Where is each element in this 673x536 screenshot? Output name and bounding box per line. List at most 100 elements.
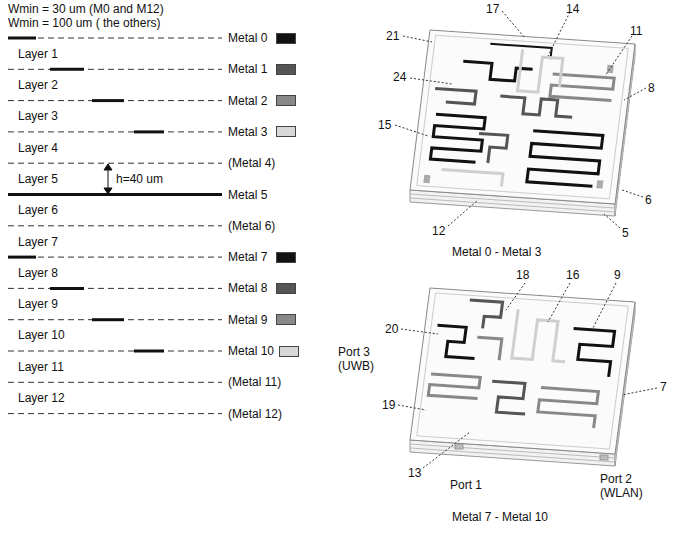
callout-leaders xyxy=(395,125,428,136)
board-bottom-traces xyxy=(536,388,598,428)
board-top-traces xyxy=(527,131,603,187)
port-name: Port 3 xyxy=(338,345,370,359)
layer-line xyxy=(8,257,222,258)
callout-number: 7 xyxy=(660,380,667,394)
board-bottom-sides xyxy=(600,455,608,460)
callout-number: 12 xyxy=(432,224,445,238)
board-bottom-traces xyxy=(512,309,572,361)
port-name: (WLAN) xyxy=(600,486,643,500)
board-bottom-traces xyxy=(417,293,629,449)
layer-name: Layer 4 xyxy=(18,141,58,155)
board-top-traces xyxy=(607,65,614,73)
metal-segment xyxy=(8,256,36,259)
callout-leaders xyxy=(398,405,426,410)
callout-number: 24 xyxy=(393,70,406,84)
board-top-face xyxy=(410,30,635,204)
board-top-traces xyxy=(417,35,629,199)
dimension: h=40 um xyxy=(116,172,163,186)
legend-text: Metal 10 xyxy=(228,344,274,358)
board-bottom-traces xyxy=(466,300,502,330)
callout-number: 15 xyxy=(378,118,391,132)
callout-number: 20 xyxy=(385,322,398,336)
layer-line xyxy=(8,382,222,383)
legend-swatch xyxy=(279,346,299,357)
callout-number: 8 xyxy=(648,81,655,95)
metal-name: (Metal 4) xyxy=(228,156,275,170)
callout-leaders xyxy=(506,283,525,310)
metal-segment xyxy=(92,99,124,102)
callout-number: 16 xyxy=(566,268,579,282)
layer-line xyxy=(8,163,222,164)
callout-leaders xyxy=(403,36,432,42)
metal-segment xyxy=(50,287,84,290)
callout-leaders xyxy=(624,88,646,100)
port-name: (UWB) xyxy=(338,359,374,373)
layer-line xyxy=(8,69,222,70)
callout-leaders xyxy=(592,283,616,330)
layer-line xyxy=(8,100,222,101)
metal-segment xyxy=(92,318,124,321)
caption: Metal 0 - Metal 3 xyxy=(452,245,541,259)
callout-leaders xyxy=(502,11,525,38)
note: Wmin = 30 um (M0 and M12) xyxy=(8,2,164,16)
callout-number: 13 xyxy=(408,466,421,480)
layer-name: Layer 11 xyxy=(18,360,64,374)
callout-number: 6 xyxy=(645,193,652,207)
layer-line xyxy=(8,225,222,226)
board-top-traces xyxy=(476,133,508,164)
height-arrow xyxy=(104,188,112,194)
metal-segment xyxy=(134,350,164,353)
callout-leaders xyxy=(410,78,452,84)
board-top-traces xyxy=(518,49,564,93)
callout-leaders xyxy=(622,190,643,197)
callout-leaders xyxy=(622,388,657,395)
layer-line xyxy=(8,38,222,39)
layer-line xyxy=(8,319,222,320)
layer-name: Layer 7 xyxy=(18,235,58,249)
metal-name: (Metal 12) xyxy=(228,407,282,421)
layer-name: Layer 9 xyxy=(18,297,58,311)
metal-segment xyxy=(134,130,164,133)
callout-number: 21 xyxy=(386,29,399,43)
legend-swatch xyxy=(276,314,296,325)
legend-swatch xyxy=(276,95,296,106)
legend-swatch xyxy=(276,252,296,263)
layer-name: Layer 10 xyxy=(18,328,65,342)
board-bottom-traces xyxy=(488,381,529,414)
layer-line xyxy=(8,413,222,414)
layer-line xyxy=(8,288,222,289)
board-bottom-traces xyxy=(568,328,615,376)
board-bottom-traces xyxy=(428,374,480,399)
board-top-traces xyxy=(423,175,430,183)
legend-text: Metal 0 xyxy=(228,31,267,45)
legend-text: Metal 1 xyxy=(228,62,267,76)
legend-text: Metal 9 xyxy=(228,313,267,327)
caption: Metal 7 - Metal 10 xyxy=(452,510,548,524)
callout-leaders xyxy=(604,214,620,228)
height-arrow xyxy=(104,164,112,194)
note: Wmin = 100 um ( the others) xyxy=(8,16,160,30)
callout-leaders xyxy=(448,200,478,226)
callout-number: 19 xyxy=(382,398,395,412)
legend-swatch xyxy=(276,126,296,137)
layer-name: Layer 8 xyxy=(18,266,58,280)
metal-segment xyxy=(8,37,36,40)
board-top-traces xyxy=(440,170,503,187)
board-bottom-traces xyxy=(475,337,502,360)
callout-leaders xyxy=(605,36,632,76)
legend-swatch xyxy=(276,64,296,75)
layer-line xyxy=(8,131,222,132)
port-name: Port 1 xyxy=(450,478,482,492)
callout-leaders xyxy=(548,12,570,56)
callout-number: 17 xyxy=(486,2,499,16)
layer-name: Layer 2 xyxy=(18,78,58,92)
callout-number: 9 xyxy=(614,268,621,282)
callout-leaders xyxy=(548,283,570,322)
layer-name: Layer 1 xyxy=(18,47,58,61)
board-top-traces xyxy=(498,96,574,117)
layer-stack-lines xyxy=(8,38,222,414)
board-top-traces xyxy=(417,35,629,199)
legend-text: Metal 2 xyxy=(228,94,267,108)
board-bottom-sides xyxy=(455,444,463,449)
